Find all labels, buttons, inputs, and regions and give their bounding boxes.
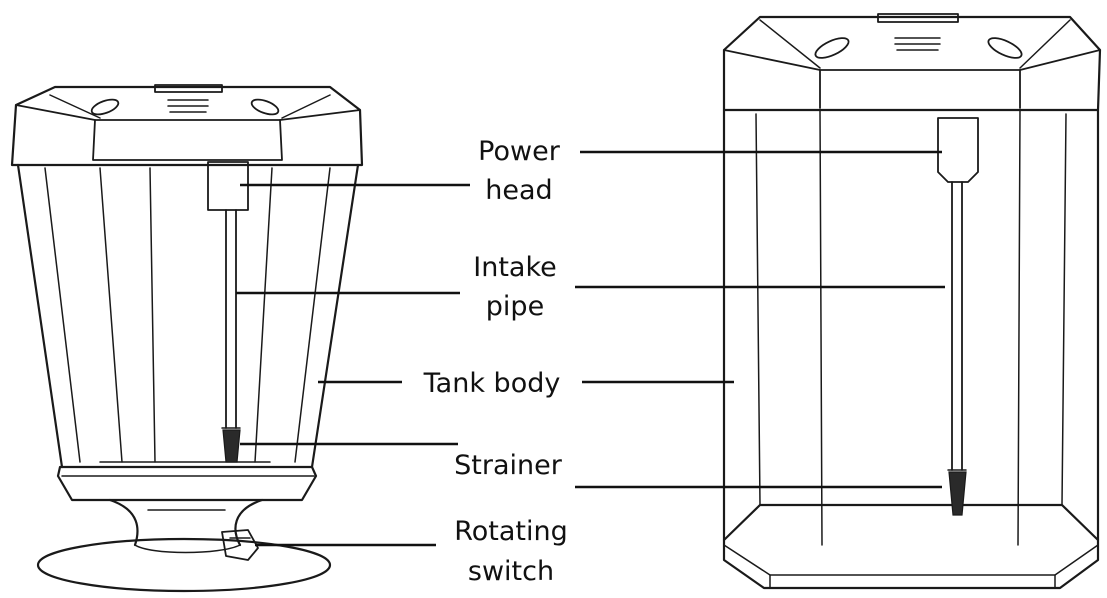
label-rotating-switch-line2: switch bbox=[468, 556, 554, 587]
label-intake-pipe-line2: pipe bbox=[486, 291, 544, 322]
right-tank bbox=[722, 13, 1102, 590]
rotating-switch bbox=[221, 529, 259, 561]
right-strainer bbox=[948, 471, 967, 516]
left-strainer bbox=[222, 429, 241, 463]
label-rotating-switch-line1: Rotating bbox=[454, 516, 568, 547]
label-strainer: Strainer bbox=[454, 450, 563, 481]
label-tank-body: Tank body bbox=[423, 368, 561, 399]
labels: Power head Intake pipe Tank body Straine… bbox=[423, 136, 568, 587]
label-power-head-line1: Power bbox=[478, 136, 561, 167]
label-intake-pipe-line1: Intake bbox=[473, 252, 557, 283]
left-tank bbox=[10, 84, 364, 593]
right-tank-body bbox=[722, 108, 1100, 542]
left-tank-lid bbox=[10, 85, 364, 167]
right-intake-pipe bbox=[951, 181, 963, 471]
label-power-head-line2: head bbox=[485, 175, 552, 206]
leader-lines bbox=[236, 150, 945, 547]
right-power-head bbox=[937, 117, 979, 183]
left-tank-body bbox=[16, 163, 360, 469]
left-intake-pipe bbox=[225, 209, 237, 429]
